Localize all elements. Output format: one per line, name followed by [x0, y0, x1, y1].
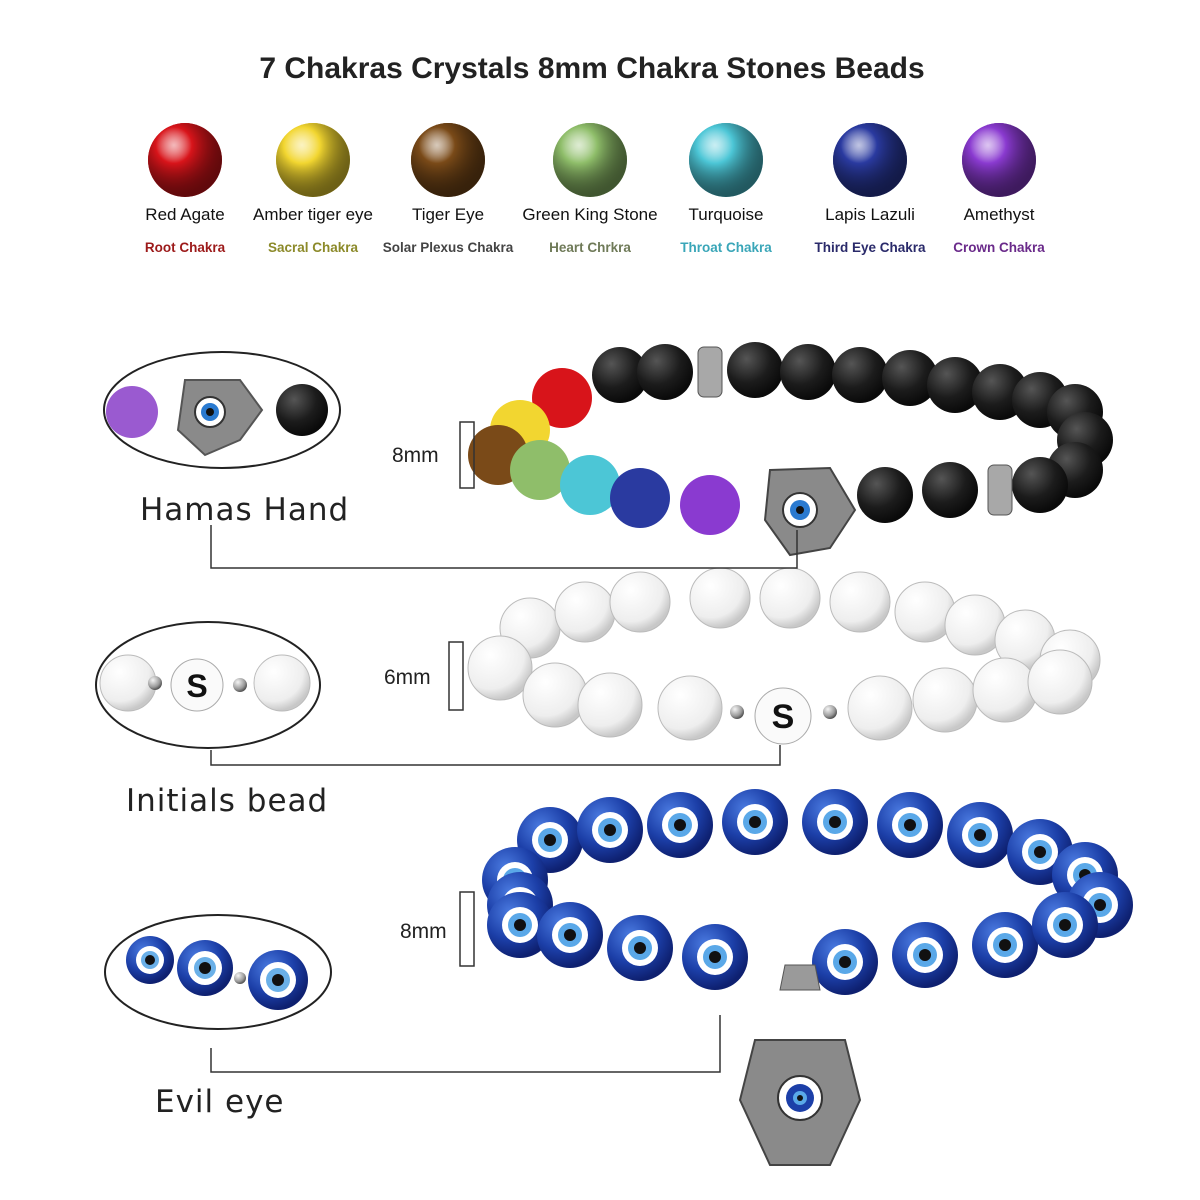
hamsa-pendant-icon: [738, 964, 862, 1166]
evil-eye-pupil: [709, 951, 721, 963]
howlite-bead: [972, 657, 1038, 723]
stone-bead-icon: [148, 123, 222, 197]
evil-eye-pupil: [564, 929, 576, 941]
svg-text:S: S: [186, 668, 207, 704]
evil-eye-pupil: [604, 824, 616, 836]
stone-name: Green King Stone: [522, 205, 658, 224]
howlite-bead: [554, 581, 616, 643]
lava-bead: [637, 344, 693, 400]
initials-detail-oval: S: [95, 621, 321, 749]
lava-bead: [832, 347, 888, 403]
chakra-bead: [532, 368, 592, 428]
chakra-bead: [560, 455, 620, 515]
hamsa-charm-icon: [763, 466, 857, 557]
stone-chakra: Root Chakra: [144, 240, 226, 255]
howlite-bead: [522, 662, 588, 728]
spacer-bead: [730, 705, 744, 719]
lava-bead: [927, 357, 983, 413]
howlite-bead: [467, 635, 533, 701]
evil-eye-pupil: [749, 816, 761, 828]
evil-eye-pupil: [634, 942, 646, 954]
page-title: 7 Chakras Crystals 8mm Chakra Stones Bea…: [259, 52, 925, 85]
evil-eye-pupil: [999, 939, 1011, 951]
stone-chakra: Third Eye Chakra: [814, 240, 926, 255]
evil-eye-pupil: [1034, 846, 1046, 858]
evil-eye-bracelet: [482, 789, 1133, 1166]
lava-bead: [922, 462, 978, 518]
stone-name: Amber tiger eye: [253, 205, 373, 224]
stone-chakra: Solar Plexus Chakra: [382, 240, 514, 255]
lava-bead: [1012, 457, 1068, 513]
initial-bead: [754, 687, 812, 745]
chakra-bracelet: [468, 342, 1113, 557]
lava-bead: [882, 350, 938, 406]
initials-bead-label: Initials bead: [126, 783, 329, 819]
evil-eye-pupil: [839, 956, 851, 968]
bracelet-1-size: 8mm: [392, 444, 439, 467]
stone-chakra: Heart Chrkra: [549, 240, 631, 255]
lava-bead: [857, 467, 913, 523]
howlite-bead: [829, 571, 891, 633]
evil-eye-pupil: [974, 829, 986, 841]
initial-letter: S: [772, 698, 795, 736]
lava-bead: [727, 342, 783, 398]
stone-name: Lapis Lazuli: [825, 205, 915, 224]
howlite-bead: [847, 675, 913, 741]
howlite-bracelet: S: [467, 567, 1101, 745]
stone-bead-icon: [553, 123, 627, 197]
stone-bead-icon: [411, 123, 485, 197]
evil-eye-detail-oval: [104, 914, 332, 1030]
stone-name: Turquoise: [688, 205, 764, 224]
howlite-bead: [657, 675, 723, 741]
howlite-bead: [912, 667, 978, 733]
spacer-bead: [823, 705, 837, 719]
lava-bead: [780, 344, 836, 400]
howlite-bead: [1027, 649, 1093, 715]
howlite-bead: [759, 567, 821, 629]
lava-bead: [592, 347, 648, 403]
bracelet-3-size: 8mm: [400, 920, 447, 943]
stone-name: Red Agate: [145, 205, 225, 224]
evil-eye-pupil: [1094, 899, 1106, 911]
stone-bead-icon: [276, 123, 350, 197]
hamsa-detail-oval: [103, 351, 341, 469]
hamsa-hand-label: Hamas Hand: [140, 492, 350, 528]
stone-bead-icon: [962, 123, 1036, 197]
evil-eye-pupil: [829, 816, 841, 828]
stone-name: Tiger Eye: [411, 205, 485, 224]
spacer-bead: [987, 464, 1013, 516]
stone-chakra: Throat Chakra: [680, 240, 772, 255]
stone-name: Amethyst: [963, 205, 1035, 224]
bracelet-2-size: 6mm: [384, 666, 431, 689]
howlite-bead: [577, 672, 643, 738]
stone-chakra: Crown Chakra: [953, 240, 1045, 255]
evil-eye-pupil: [514, 919, 526, 931]
connector-lines: [210, 421, 798, 1073]
evil-eye-pupil: [544, 834, 556, 846]
howlite-bead: [689, 567, 751, 629]
howlite-bead: [609, 571, 671, 633]
evil-eye-pupil: [919, 949, 931, 961]
stone-bead-icon: [689, 123, 763, 197]
evil-eye-pupil: [674, 819, 686, 831]
chakra-bead: [510, 440, 570, 500]
chakra-bead: [610, 468, 670, 528]
evil-eye-pupil: [1059, 919, 1071, 931]
spacer-bead: [697, 346, 723, 398]
chakra-bead: [680, 475, 740, 535]
stone-chakra: Sacral Chakra: [267, 240, 359, 255]
evil-eye-pupil: [904, 819, 916, 831]
evil-eye-label: Evil eye: [155, 1084, 285, 1120]
stone-bead-icon: [833, 123, 907, 197]
